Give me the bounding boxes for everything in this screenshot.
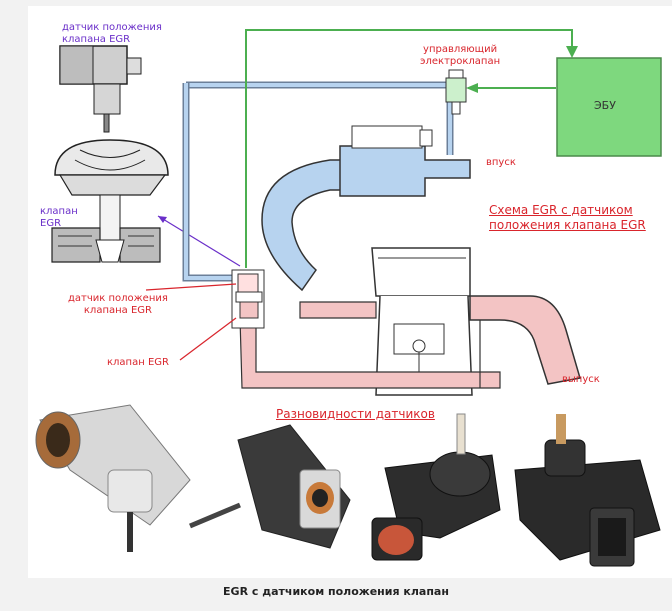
image-caption: EGR с датчиком положения клапан [223,585,449,598]
label-intake: впуск [486,157,516,168]
pointer-line-violet [157,215,241,267]
label-valve-mid: клапан EGR [107,357,169,368]
sensor-variant-3 [371,413,501,561]
exhaust-manifold [239,295,581,389]
label-sensor-mid: датчик положения клапана EGR [68,293,168,316]
label-ecu: ЭБУ [594,99,616,112]
variants-title: Разновидности датчиков [276,407,435,421]
scheme-title: Схема EGR с датчиком положения клапана E… [489,203,646,232]
egr-valve-illustration [51,45,169,263]
label-control-valve: управляющий электроклапан [420,44,501,67]
sensor-variant-4 [514,414,661,567]
solenoid-top [448,69,464,79]
pointer-line-valve [179,317,237,361]
sensor-variant-1 [35,404,191,552]
solenoid-valve [445,77,467,103]
sensor-variant-2 [189,424,351,549]
arrow-left-icon [466,83,478,93]
arrow-head-icon [158,216,167,223]
ecu-box [556,57,662,157]
label-sensor-top: датчик положения клапана EGR [62,22,162,45]
arrow-down-icon [566,46,578,58]
pointer-line-sensor [145,283,237,291]
control-wire [245,29,573,268]
label-valve-left: клапан EGR [40,206,78,229]
label-exhaust: выпуск [562,374,600,385]
intake-manifold [261,125,471,292]
engine-block [371,247,473,396]
egr-valve-small [231,269,265,329]
